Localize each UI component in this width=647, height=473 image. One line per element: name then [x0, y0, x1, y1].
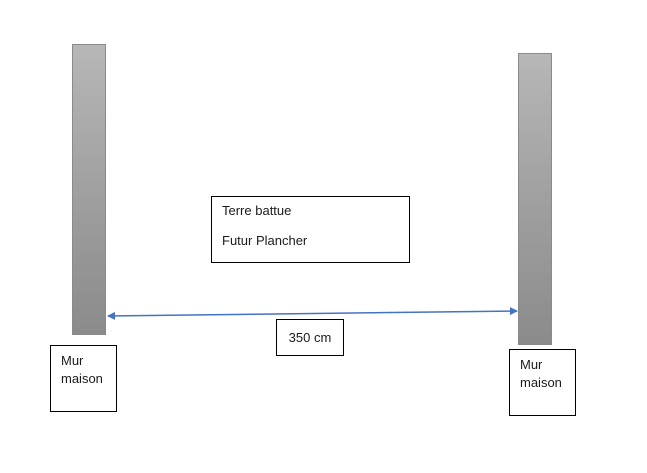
right-wall-label: Mur maison [509, 349, 576, 416]
floor-note-box: Terre battue Futur Plancher [211, 196, 410, 263]
left-wall-label-line2: maison [61, 371, 103, 386]
right-wall-label-line2: maison [520, 375, 562, 390]
floor-note-line1: Terre battue [222, 203, 292, 218]
right-wall-label-line1: Mur [520, 357, 543, 372]
left-wall [72, 44, 106, 335]
right-wall [518, 53, 552, 345]
distance-label: 350 cm [276, 319, 344, 356]
left-wall-label-line1: Mur [61, 353, 84, 368]
distance-arrow-line [107, 307, 518, 320]
left-wall-label: Mur maison [50, 345, 117, 412]
floor-note-line2: Futur Plancher [222, 233, 308, 248]
